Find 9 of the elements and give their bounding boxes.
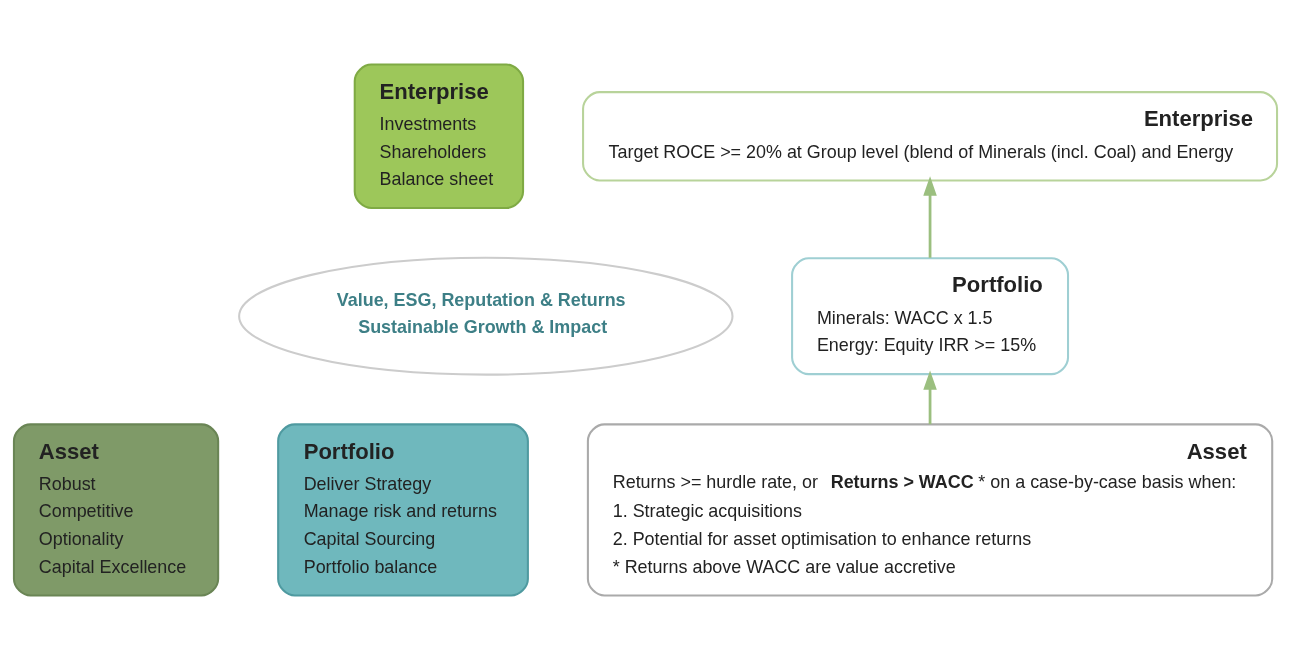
node-box: Asset Robust Competitive Optionality Capital Excellence [12, 423, 220, 597]
node-box: Enterprise Investments Shareholders Balance sheet [353, 63, 525, 210]
arrow [923, 176, 937, 258]
node-box: Enterprise Target ROCE >= 20% at Group level (blend of Minerals (incl. Coal) and Energy [582, 91, 1279, 182]
node-box: Portfolio Deliver Strategy Manage risk and returns Capital Sourcing Portfolio balance [277, 423, 529, 597]
node-box: Portfolio Minerals: WACC x 1.5 Energy: Equity IRR >= 15% [791, 257, 1070, 376]
node-ellipse: Value, ESG, Reputation & Returns Sustainable Growth & Impact [238, 256, 734, 376]
arrow [923, 370, 937, 425]
node-box: Asset Returns >= hurdle rate, or Returns > WACC* on a case-by-case basis when: 1. Strategic acquisitions 2. Potential for asset optimisation to enhance returns * Returns above WACC are value accretive [586, 423, 1274, 597]
